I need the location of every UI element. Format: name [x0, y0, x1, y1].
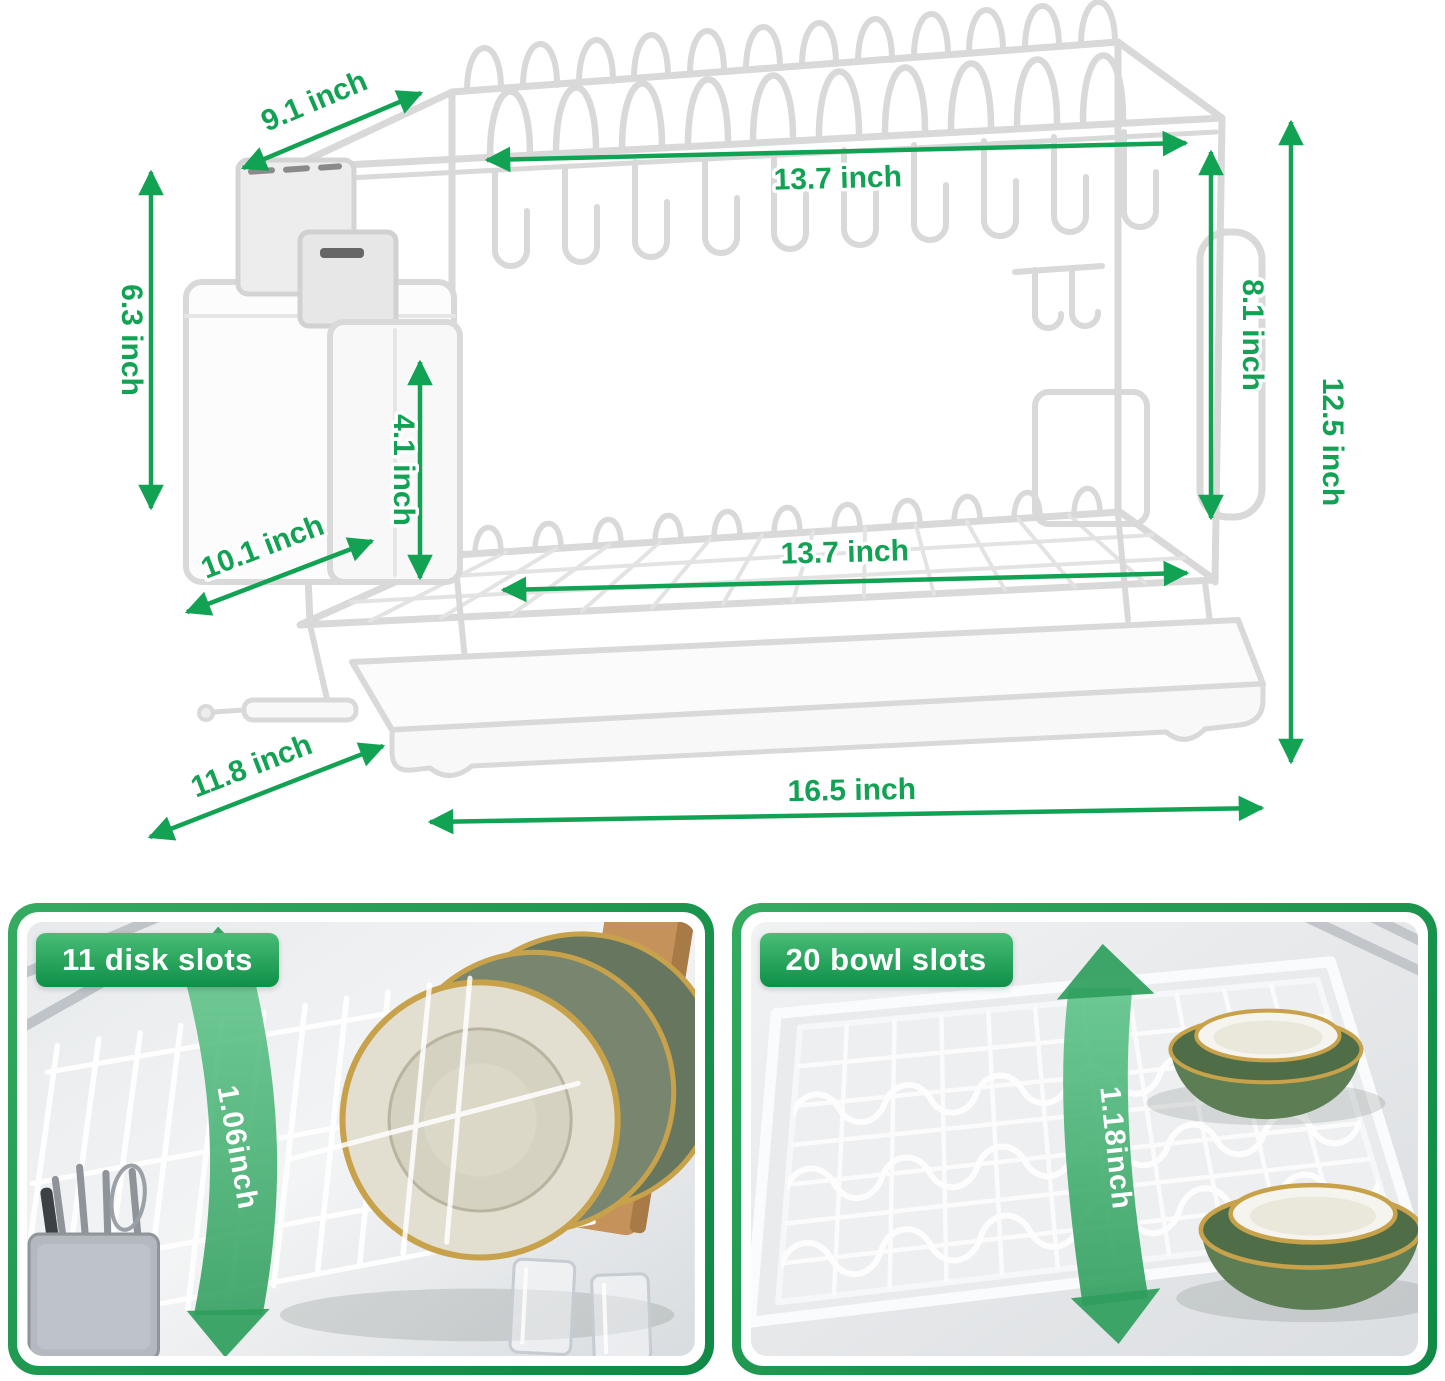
- bowl-slots-photo: 1.18inch: [750, 922, 1418, 1356]
- dim-caddy-height: 6.3 inch: [112, 169, 164, 511]
- dim-tier-height: 8.1 inch: [1198, 149, 1273, 521]
- bowl-stack-1: [1167, 1008, 1363, 1120]
- drain-tray: [197, 617, 1266, 778]
- dim-label-top-depth: 9.1 inch: [256, 64, 372, 138]
- dim-total-height: 12.5 inch: [1278, 119, 1353, 765]
- dim-label-caddy-height: 6.3 inch: [115, 284, 148, 396]
- plate-rack-wires-rear: [464, 0, 1118, 94]
- disk-slots-photo: 1.06inch: [27, 922, 695, 1356]
- slot-width-ribbon: 1.18inch: [1056, 943, 1160, 1345]
- cup-hooks-row: [491, 129, 1159, 269]
- dim-top-width: 13.7 inch: [484, 130, 1189, 200]
- feature-panel-disk-slots: 1.06inch: [8, 903, 714, 1375]
- front-wires-overlay: [287, 975, 581, 1256]
- dim-label-base-depth: 11.8 inch: [187, 728, 317, 804]
- drinking-glasses: [508, 1257, 653, 1356]
- dim-base-width: 16.5 inch: [427, 769, 1265, 835]
- utensil-caddy-photo: [27, 1163, 160, 1356]
- dim-label-top-width: 13.7 inch: [773, 160, 902, 196]
- disk-slots-badge: 11 disk slots: [36, 933, 279, 987]
- board-holder: [1032, 389, 1150, 527]
- dim-label-base-width: 16.5 inch: [787, 773, 916, 808]
- diagram-svg: 9.1 inch 13.7 inch 8.1 inch 12.5 inch 6.…: [112, 0, 1353, 841]
- dim-label-cup-height: 4.1 inch: [387, 414, 420, 526]
- feature-panel-bowl-slots: 1.18inch: [731, 903, 1437, 1375]
- sharpener-block: [297, 229, 399, 329]
- dish-rack-illustration: [183, 0, 1266, 778]
- bowl-stack-2: [1198, 1182, 1418, 1310]
- bowl-rack-wires: [472, 485, 1103, 557]
- rack-frame-corner: [1304, 922, 1418, 976]
- dim-label-bottom-width: 13.7 inch: [780, 534, 909, 570]
- feature-panels: 1.06inch: [0, 903, 1445, 1381]
- plate-rack-wires-front: [486, 52, 1127, 161]
- bowl-slots-badge: 20 bowl slots: [759, 933, 1013, 987]
- dimension-diagram: 9.1 inch 13.7 inch 8.1 inch 12.5 inch 6.…: [112, 0, 1353, 841]
- drain-spout: [197, 697, 359, 723]
- dim-base-depth: 11.8 inch: [147, 725, 386, 841]
- dim-label-tier-height: 8.1 inch: [1236, 279, 1269, 391]
- dim-label-total-height: 12.5 inch: [1316, 378, 1349, 506]
- cup-hook-bar: [1012, 263, 1105, 331]
- dim-bottom-width: 13.7 inch: [500, 531, 1190, 603]
- plates-shadow: [279, 1288, 675, 1342]
- dim-cup-height: 4.1 inch: [384, 359, 433, 581]
